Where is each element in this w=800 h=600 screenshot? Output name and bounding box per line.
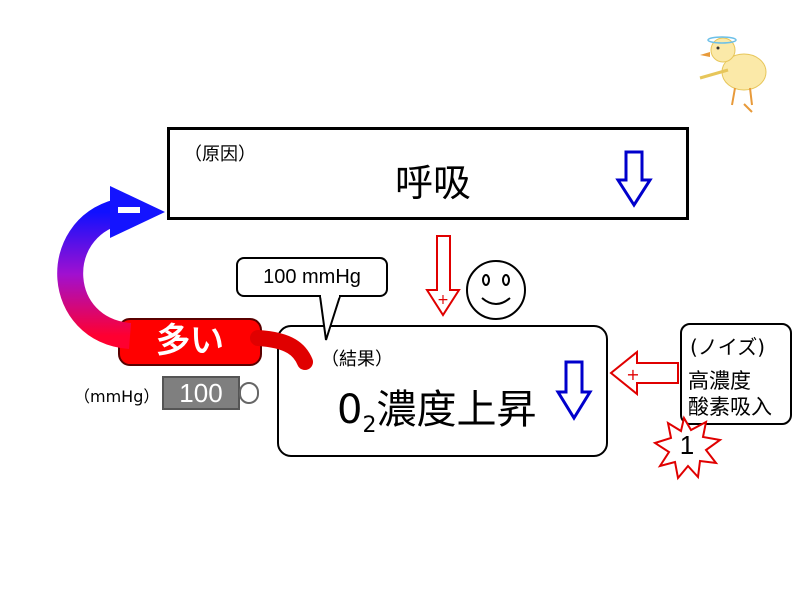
gauge-display: 100 <box>162 376 240 410</box>
cause-tag: （原因） <box>184 144 256 165</box>
result-tag: （結果） <box>321 349 393 370</box>
noise-box: (ノイズ) 高濃度 酸素吸入 <box>680 323 792 425</box>
down-arrow-icon <box>615 150 653 208</box>
noise-title: (ノイズ) <box>690 335 766 359</box>
plus-down-arrow-icon <box>425 235 461 317</box>
badge-number: 1 <box>680 430 694 460</box>
cause-title: 呼吸 <box>395 161 472 205</box>
plus-sign-2: + <box>626 365 639 384</box>
noise-line-2: 酸素吸入 <box>688 395 772 419</box>
callout-tail <box>318 295 342 341</box>
smiley-face-icon <box>466 260 526 320</box>
o2-subscript: 2 <box>362 413 377 438</box>
starburst-badge: 1 <box>652 415 723 481</box>
result-down-arrow-icon <box>555 360 593 421</box>
meter-tube: 多い <box>118 318 262 366</box>
cause-box: （原因） 呼吸 <box>167 127 689 220</box>
gauge-cap <box>239 382 259 404</box>
chick-doodle-icon <box>699 36 767 113</box>
noise-line-1: 高濃度 <box>688 369 751 393</box>
result-box: （結果） 02濃度上昇 <box>277 325 608 457</box>
minus-sign-icon <box>118 207 140 213</box>
tube-connector <box>250 330 313 370</box>
feedback-arrow <box>57 199 132 349</box>
result-title: 02濃度上昇 <box>337 377 536 438</box>
o2-symbol: 0 <box>337 387 363 433</box>
plus-sign-1: + <box>437 292 449 308</box>
mmhg-callout: 100 mmHg <box>236 257 388 297</box>
result-title-text: 濃度上昇 <box>376 387 537 433</box>
noise-plus-arrow-icon <box>609 349 679 397</box>
unit-label: （mmHg） <box>74 387 160 406</box>
